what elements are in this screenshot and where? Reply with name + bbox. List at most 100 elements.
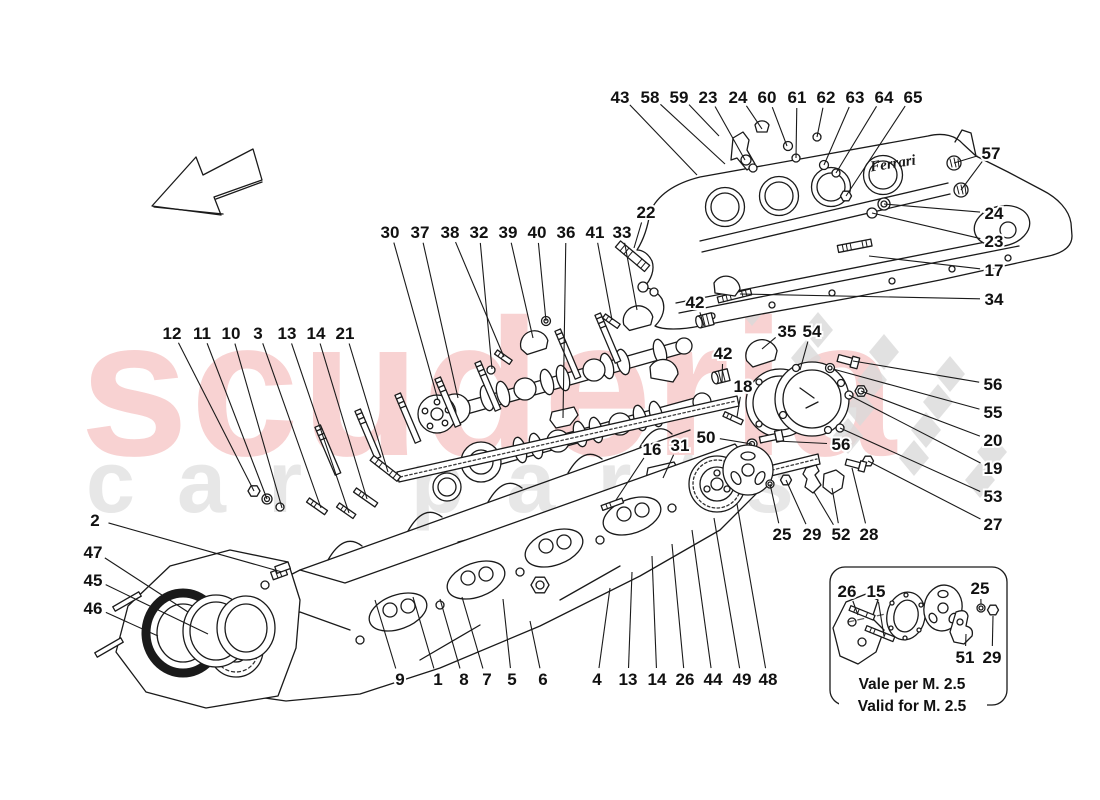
callout-28: 28 (860, 525, 879, 544)
leader-line-8 (439, 598, 461, 669)
leader-line-53 (839, 427, 981, 493)
callout-11: 11 (193, 324, 211, 343)
callout-5: 5 (507, 670, 516, 689)
callout-19: 19 (984, 459, 1003, 478)
callout-26: 26 (838, 582, 857, 601)
callout-41: 41 (586, 223, 605, 242)
callout-29: 29 (983, 648, 1002, 667)
leader-line-1 (412, 596, 435, 669)
callout-60: 60 (758, 88, 777, 107)
leader-line-25 (769, 483, 780, 524)
leader-line-24 (745, 105, 763, 130)
callout-45: 45 (84, 571, 103, 590)
callout-7: 7 (482, 670, 491, 689)
callout-20: 20 (984, 431, 1003, 450)
callout-13: 13 (278, 324, 297, 343)
leader-line-26 (852, 600, 859, 616)
callout-46: 46 (84, 599, 103, 618)
leader-line-56 (775, 440, 828, 445)
leader-line-2 (108, 522, 283, 573)
callout-35: 35 (778, 322, 797, 341)
checker-diamond (965, 462, 995, 498)
leader-line-58 (660, 103, 726, 165)
callout-6: 6 (538, 670, 547, 689)
checker-diamond (977, 434, 1007, 470)
callout-36: 36 (557, 223, 576, 242)
leader-line-12 (177, 342, 255, 492)
callout-22: 22 (637, 203, 656, 222)
leader-line-52 (831, 487, 839, 524)
callout-12: 12 (163, 324, 182, 343)
leader-line-38 (455, 241, 505, 358)
sprocket-drawing (688, 444, 868, 513)
inset-text-english: Valid for M. 2.5 (858, 698, 967, 715)
direction-arrow-icon (151, 148, 263, 216)
camshaft-upper-drawing (417, 281, 693, 434)
callout-50: 50 (697, 428, 716, 447)
callout-8: 8 (459, 670, 468, 689)
callout-14: 14 (648, 670, 667, 689)
callout-59: 59 (670, 88, 689, 107)
leader-line-24 (883, 203, 981, 213)
leader-line-26 (671, 543, 685, 669)
leader-line-21 (348, 343, 389, 473)
callout-2: 2 (90, 511, 99, 530)
checker-diamond (923, 384, 953, 420)
inset-box: Vale per M. 2.5 Valid for M. 2.5 (829, 566, 1008, 715)
callout-27: 27 (984, 515, 1003, 534)
callout-9: 9 (395, 670, 404, 689)
callout-52: 52 (832, 525, 851, 544)
leader-line-46 (105, 611, 159, 637)
callout-31: 31 (671, 436, 690, 455)
leader-line-19 (848, 394, 981, 464)
leader-line-37 (422, 242, 459, 399)
callout-48: 48 (759, 670, 778, 689)
leader-line-52 (813, 491, 834, 526)
callout-47: 47 (84, 543, 103, 562)
callout-17: 17 (985, 261, 1004, 280)
leader-line-44 (691, 529, 712, 669)
leader-line-29 (785, 479, 807, 525)
callout-64: 64 (875, 88, 894, 107)
leader-line-48 (736, 503, 767, 669)
callout-65: 65 (904, 88, 923, 107)
callout-38: 38 (441, 223, 460, 242)
leader-line-64 (835, 106, 877, 174)
leader-line-7 (461, 596, 484, 669)
callout-42: 42 (714, 344, 733, 363)
leader-line-42 (721, 363, 724, 383)
inset-text-italian: Vale per M. 2.5 (859, 676, 966, 693)
callout-24: 24 (729, 88, 748, 107)
leader-line-28 (851, 467, 867, 524)
leader-line-18 (736, 396, 741, 418)
callout-26: 26 (676, 670, 695, 689)
callout-49: 49 (733, 670, 752, 689)
leader-line-59 (688, 104, 720, 137)
leader-line-34 (739, 293, 981, 300)
checker-diamond (803, 312, 833, 348)
callout-16: 16 (643, 440, 662, 459)
engine-drawing: Ferrari (94, 120, 1073, 715)
leader-line-17 (868, 255, 981, 270)
leader-line-23 (871, 212, 981, 240)
callout-18: 18 (734, 377, 753, 396)
callout-53: 53 (984, 487, 1003, 506)
callout-25: 25 (971, 579, 990, 598)
callout-3: 3 (253, 324, 262, 343)
cam-cover-plate-drawing (722, 353, 875, 467)
leader-line-27 (867, 460, 981, 520)
leader-line-55 (832, 368, 980, 410)
leader-line-22 (633, 222, 643, 249)
callout-37: 37 (411, 223, 430, 242)
callout-34: 34 (985, 290, 1004, 309)
leader-line-62 (816, 107, 824, 138)
callout-33: 33 (613, 223, 632, 242)
callout-10: 10 (222, 324, 241, 343)
leader-line-45 (105, 584, 209, 635)
callout-4: 4 (592, 670, 602, 689)
leader-line-65 (845, 105, 906, 197)
leader-line-23 (714, 106, 746, 161)
leader-line-43 (629, 104, 698, 176)
